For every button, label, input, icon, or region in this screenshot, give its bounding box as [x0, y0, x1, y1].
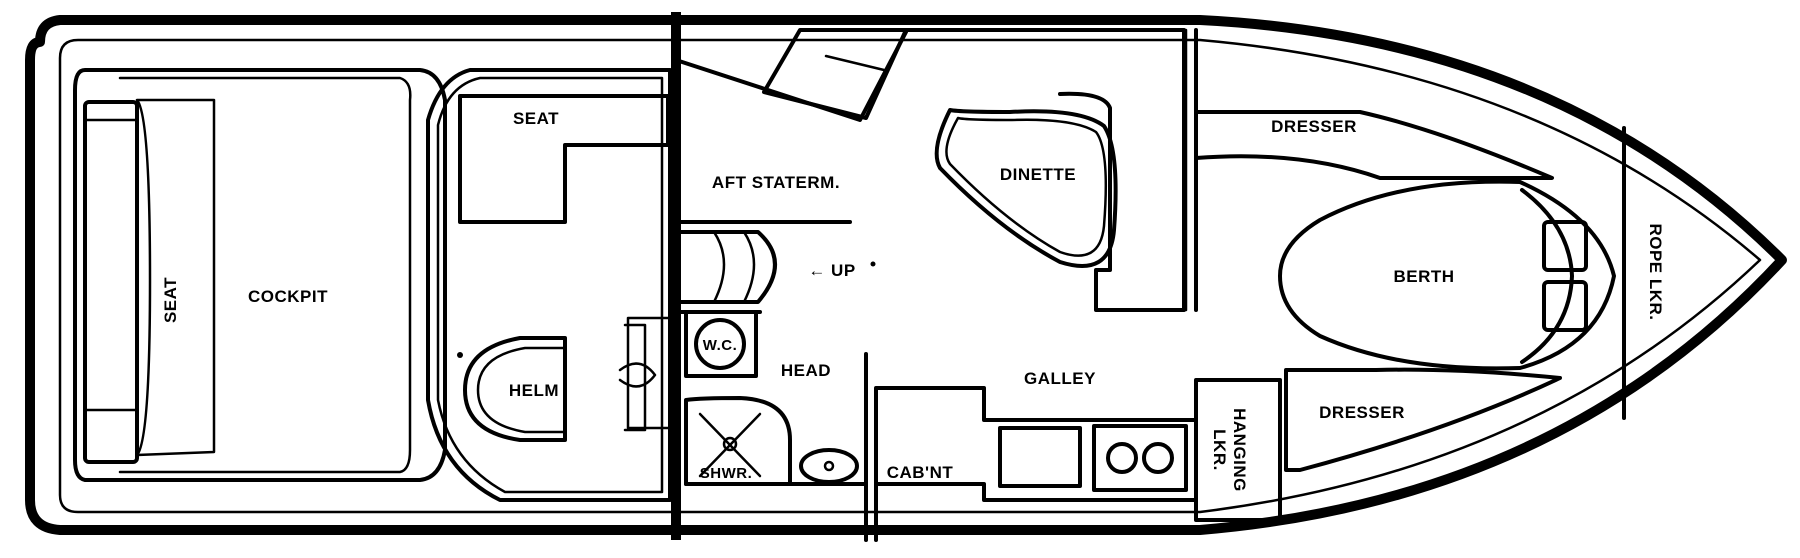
companion-step-line-2: [742, 230, 756, 304]
head-sink-drain: [823, 460, 835, 472]
label-wc: W.C.: [703, 337, 738, 354]
hatch-bar: [824, 54, 886, 72]
galley-sink: [998, 426, 1082, 488]
cockpit-rail: [73, 68, 447, 482]
dinette-table-inner: [945, 116, 1108, 257]
dresser-upper: [1194, 110, 1554, 180]
berth-pillow-lower: [1542, 280, 1588, 332]
stove-burner-left: [1106, 442, 1138, 474]
label-head: HEAD: [781, 361, 831, 380]
helm-side-box: [626, 316, 672, 430]
shower-stall: [684, 396, 792, 486]
label-cabinet: CAB'NT: [887, 463, 954, 482]
helm-console: [463, 336, 567, 442]
stove-burner-right: [1142, 442, 1174, 474]
label-hanging-locker-line2: LKR.: [1210, 429, 1229, 471]
forward-seat: [458, 94, 670, 224]
wc-toilet: [694, 318, 746, 370]
cockpit-rail-inner: [118, 76, 412, 474]
cockpit-seat-cushion: [135, 98, 216, 457]
dinette-table: [934, 108, 1118, 268]
label-helm: HELM: [509, 381, 559, 400]
dresser-lower: [1284, 367, 1562, 472]
hatch-frame: [762, 28, 908, 120]
label-dresser-upper: DRESSER: [1271, 117, 1357, 136]
label-cockpit: COCKPIT: [248, 287, 328, 306]
label-up: ← UP: [808, 261, 855, 280]
hanging-locker: [1194, 378, 1282, 522]
label-aft-stateroom: AFT STATERM.: [712, 173, 840, 192]
label-hanging-locker-line1: HANGING: [1230, 408, 1249, 492]
berth-pillow-upper: [1542, 220, 1588, 272]
berth-headboard: [1520, 188, 1574, 364]
helm-deck-outline: [426, 68, 672, 502]
shower-drain: [722, 436, 738, 452]
hull-outline: [25, 15, 1787, 535]
label-galley: GALLEY: [1024, 369, 1096, 388]
companion-step-line-1: [712, 230, 726, 304]
label-rope-locker: ROPE LKR.: [1646, 223, 1665, 320]
helm-deck-inner: [436, 76, 664, 494]
berth-outline: [1278, 179, 1616, 371]
companion-dot: [870, 261, 876, 267]
helm-wheel-mount: [618, 323, 657, 432]
shower-stall-diag-2: [698, 412, 762, 478]
wc-box: [684, 310, 758, 378]
label-dresser-lower: DRESSER: [1319, 403, 1405, 422]
head-sink: [799, 448, 859, 484]
dinette-seat-outline: [866, 28, 1186, 312]
label-shower: SHWR.: [700, 465, 753, 482]
companion-steps: [674, 230, 777, 304]
label-forward-seat: SEAT: [513, 109, 559, 128]
label-dinette: DINETTE: [1000, 165, 1076, 184]
galley-counter: [874, 386, 1198, 502]
galley-stove: [1092, 424, 1188, 492]
hull-inner-line: [58, 38, 1762, 514]
label-berth: BERTH: [1393, 267, 1454, 286]
helm-dot: [457, 352, 463, 358]
label-cockpit-seat: SEAT: [161, 277, 180, 323]
helm-console-inner: [476, 346, 567, 434]
cockpit-seat: [83, 100, 139, 464]
